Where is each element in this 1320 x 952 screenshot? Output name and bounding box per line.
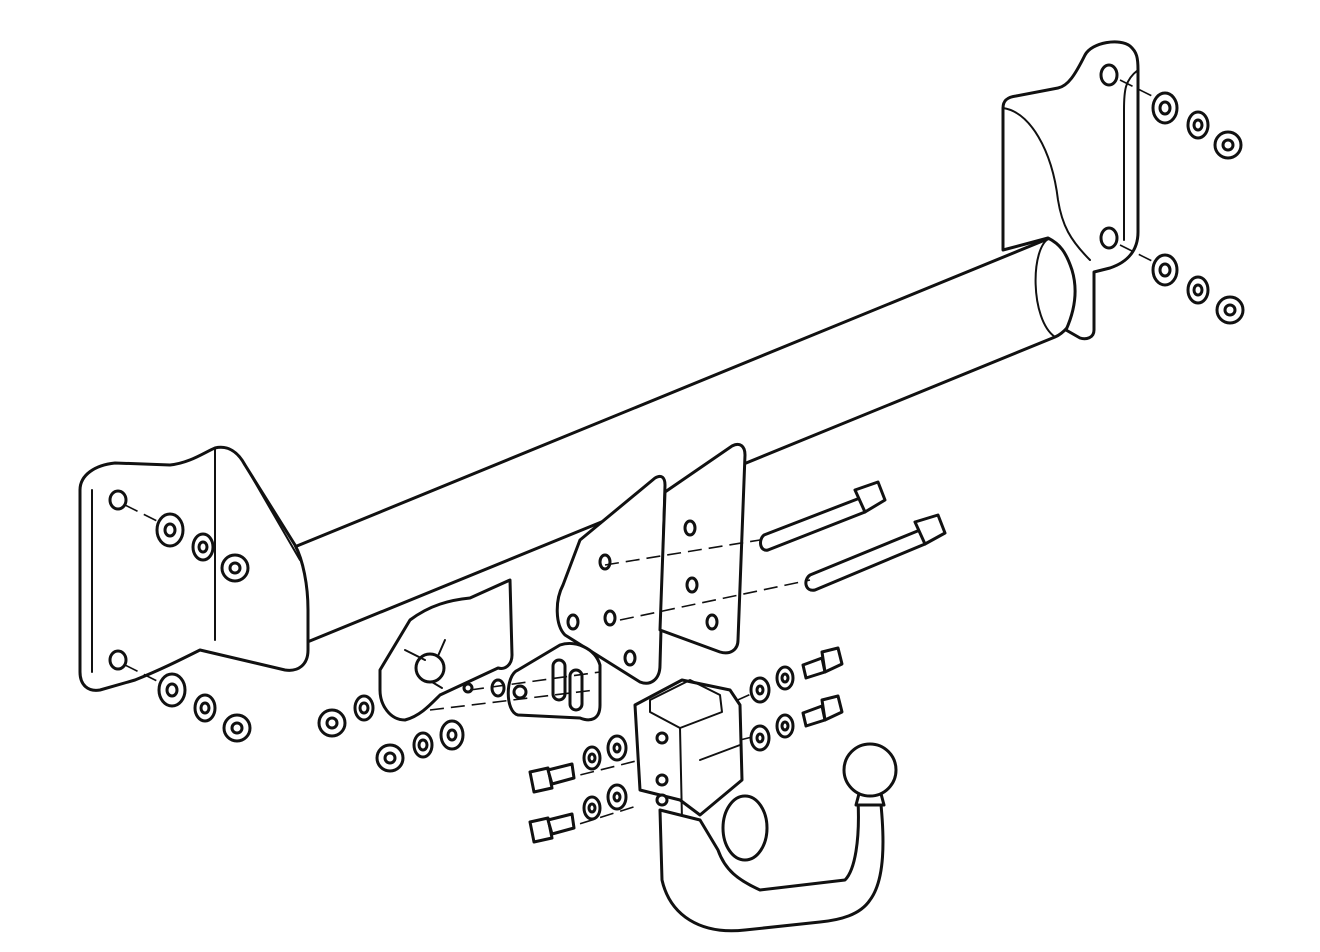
ball-mount-receiver (633, 678, 744, 821)
fastener-set-left-upper (155, 512, 250, 583)
center-hitch-plates (555, 442, 747, 685)
hex-bolts-left (528, 734, 628, 844)
bracket-hole (108, 489, 128, 511)
fastener-set-center-left (317, 694, 465, 773)
left-mounting-bracket (78, 445, 310, 692)
tow-ball (842, 742, 898, 807)
right-mounting-bracket (1001, 40, 1140, 341)
socket-mounting-plate (378, 578, 514, 722)
bracket-hole (1099, 226, 1119, 250)
hex-bolts-right (749, 646, 844, 752)
fastener-set-right-lower (1151, 253, 1245, 325)
fastener-set-left-lower (157, 672, 252, 743)
bracket-hole (1099, 63, 1119, 87)
fastener-set-right-upper (1151, 91, 1243, 160)
bracket-hole (108, 649, 128, 671)
electrical-bracket (490, 642, 602, 722)
long-mounting-bolts (759, 480, 947, 592)
detachable-tow-ball-neck (658, 793, 885, 933)
